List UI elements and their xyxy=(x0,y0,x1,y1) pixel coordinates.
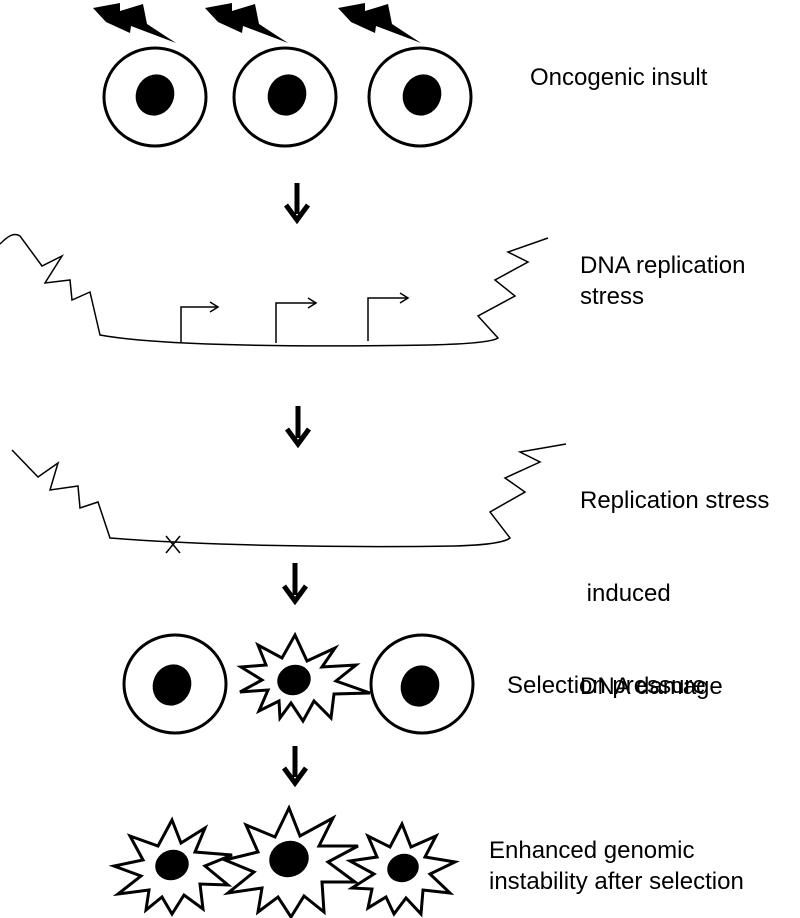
stage-label-replication-stress-damage: Replication stress induced DNA damage xyxy=(580,423,769,733)
dna-strand xyxy=(0,233,549,347)
lightning-bolt-icon xyxy=(338,3,421,43)
caption-line: DNA damage xyxy=(580,673,723,700)
spiky-damaged-cell-icon xyxy=(220,804,360,918)
replication-origin-arrow-icon xyxy=(275,297,318,343)
stage-label-enhanced-instability: Enhanced genomic instability after selec… xyxy=(489,835,744,897)
replication-origin-arrow-icon xyxy=(367,292,410,341)
caption-line: stress xyxy=(580,283,645,310)
normal-cell-icon xyxy=(369,633,475,735)
stage-label-selection-pressure: Selection pressure xyxy=(507,670,706,701)
caption-line: Selection pressure xyxy=(507,672,706,699)
normal-cell-icon xyxy=(122,633,228,735)
down-arrow-icon xyxy=(284,406,312,449)
caption-line: instability after selection xyxy=(489,868,744,895)
caption-line: Enhanced genomic xyxy=(489,837,695,864)
dna-damage-cross-icon xyxy=(165,535,181,554)
stage-label-oncogenic-insult: Oncogenic insult xyxy=(530,62,707,93)
down-arrow-icon xyxy=(281,746,309,788)
lightning-bolt-icon xyxy=(205,3,288,43)
down-arrow-icon xyxy=(283,183,311,225)
damaged-dna-strand xyxy=(11,443,567,548)
spiky-damaged-cell-icon xyxy=(108,816,233,917)
normal-cell-icon xyxy=(232,46,338,148)
caption-line: Oncogenic insult xyxy=(530,64,708,91)
lightning-bolt-icon xyxy=(93,3,176,43)
down-arrow-icon xyxy=(281,563,309,606)
stage-label-dna-replication-stress: DNA replication stress xyxy=(580,250,745,312)
caption-line: induced xyxy=(580,580,671,607)
normal-cell-icon xyxy=(102,46,208,148)
caption-line: Replication stress xyxy=(580,487,770,514)
spiky-damaged-cell-icon xyxy=(236,631,371,724)
normal-cell-icon xyxy=(367,46,473,148)
caption-line: DNA replication xyxy=(580,252,746,279)
replication-origin-arrow-icon xyxy=(180,301,220,342)
spiky-damaged-cell-icon xyxy=(345,820,460,918)
